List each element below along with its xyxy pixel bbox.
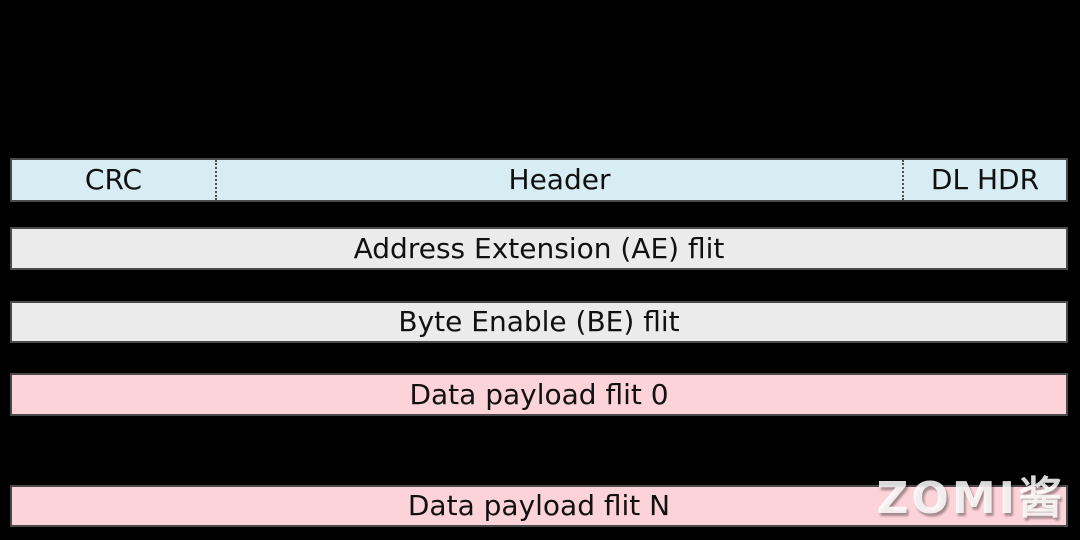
- data-payload-flit-n-label: Data payload flit N: [407, 489, 671, 522]
- be-flit-bar: Byte Enable (BE) flit: [10, 301, 1068, 343]
- header-cell: Header: [215, 160, 902, 200]
- data-payload-flit-0-bar: Data payload flit 0: [10, 373, 1068, 416]
- dl-hdr-cell: DL HDR: [902, 160, 1066, 200]
- ae-flit-bar: Address Extension (AE) flit: [10, 227, 1068, 270]
- header-flit-bar: CRC Header DL HDR: [10, 158, 1068, 202]
- data-payload-flit-n-bar: Data payload flit N: [10, 485, 1068, 527]
- dl-hdr-label: DL HDR: [930, 163, 1040, 196]
- watermark: ZOMI酱: [876, 473, 1065, 524]
- crc-label: CRC: [84, 163, 143, 196]
- header-label: Header: [508, 163, 611, 196]
- data-payload-flit-0-label: Data payload flit 0: [409, 377, 669, 411]
- crc-cell: CRC: [12, 160, 215, 200]
- ae-flit-label: Address Extension (AE) flit: [353, 231, 725, 265]
- be-flit-label: Byte Enable (BE) flit: [398, 305, 680, 338]
